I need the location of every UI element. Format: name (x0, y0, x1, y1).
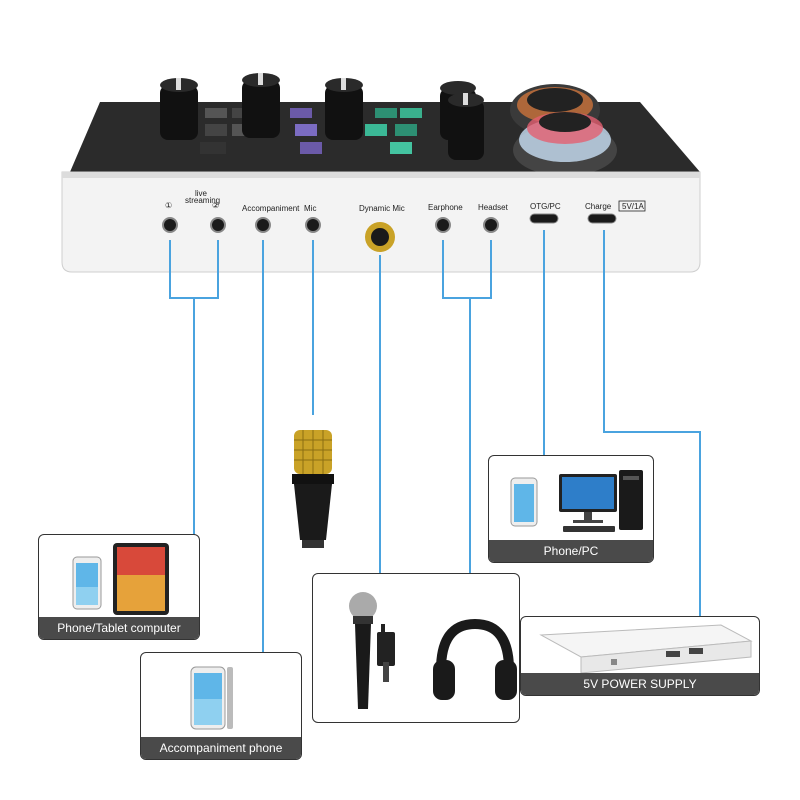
card-wireless-mic-headphones (312, 573, 520, 723)
knob-2 (242, 73, 280, 138)
jack-live-2 (210, 217, 226, 233)
port-label-live-2: ② (212, 201, 219, 210)
connector-lines (169, 230, 701, 656)
port-label-live-sub: streaming (185, 196, 220, 205)
device-front-edge (62, 172, 700, 178)
card-phone-pc: Phone/PC (488, 455, 654, 563)
headphones-icon (433, 618, 517, 700)
sound-card-device: ① live streaming ② Accompaniment Mic Dyn… (61, 73, 701, 273)
card-caption-power-supply: 5V POWER SUPPLY (521, 673, 759, 695)
device-front-panel (61, 171, 701, 273)
jack-earphone (435, 217, 451, 233)
jack-headset (483, 217, 499, 233)
card-caption-phone-tablet: Phone/Tablet computer (39, 617, 199, 639)
phone-icon (510, 477, 538, 527)
card-phone-tablet: Phone/Tablet computer (38, 534, 200, 640)
port-label-accompaniment: Accompaniment (242, 204, 300, 213)
phone-icon (72, 556, 102, 610)
port-label-mic: Mic (304, 204, 316, 213)
card-power-supply: 5V POWER SUPPLY (520, 616, 760, 696)
phone-tablet-illustration (72, 543, 169, 615)
power-bank-icon (539, 624, 753, 674)
jack-accompaniment (255, 217, 271, 233)
charge-rating-box (618, 200, 646, 212)
line-charge (603, 230, 701, 618)
condenser-mic-icon (292, 430, 334, 548)
line-headphone-bracket (442, 240, 492, 299)
port-label-charge: Charge (585, 202, 612, 211)
mic-headphone-illustration (349, 592, 517, 709)
phone-pc-illustration (510, 470, 643, 532)
jack-mic (305, 217, 321, 233)
port-label-earphone: Earphone (428, 203, 463, 212)
rgb-knob-front (513, 112, 617, 176)
phone-icon (190, 666, 226, 730)
port-label-dynamic-mic: Dynamic Mic (359, 204, 405, 213)
power-bank-indicator (611, 659, 617, 665)
card-caption-accompaniment-phone: Accompaniment phone (141, 737, 301, 759)
usb-port-1 (666, 651, 680, 657)
knob-3 (325, 78, 363, 140)
card-accompaniment-phone: Accompaniment phone (140, 652, 302, 760)
usb-port-2 (689, 648, 703, 654)
jack-live-1 (162, 217, 178, 233)
wireless-receiver-icon (377, 624, 395, 682)
jack-dynamic-mic (365, 222, 395, 252)
knob-1 (160, 78, 198, 140)
port-usb-c-otg (529, 213, 559, 224)
pc-tower-icon (619, 470, 643, 530)
port-label-headset: Headset (478, 203, 509, 212)
wireless-mic-icon (349, 592, 377, 709)
port-label-live-1: ① (165, 201, 172, 210)
monitor-icon (559, 474, 617, 523)
card-caption-phone-pc: Phone/PC (489, 540, 653, 562)
keyboard-icon (563, 526, 615, 532)
knob-5 (448, 93, 484, 160)
port-label-otg-pc: OTG/PC (530, 202, 561, 211)
port-label-charge-rating: 5V/1A (622, 202, 644, 211)
tablet-icon (113, 543, 169, 615)
port-usb-c-charge (587, 213, 617, 224)
accompaniment-phone-illustration (190, 666, 233, 730)
phone-side-icon (227, 667, 233, 729)
power-bank-illustration (539, 624, 753, 674)
port-label-live-top: live (195, 189, 208, 198)
